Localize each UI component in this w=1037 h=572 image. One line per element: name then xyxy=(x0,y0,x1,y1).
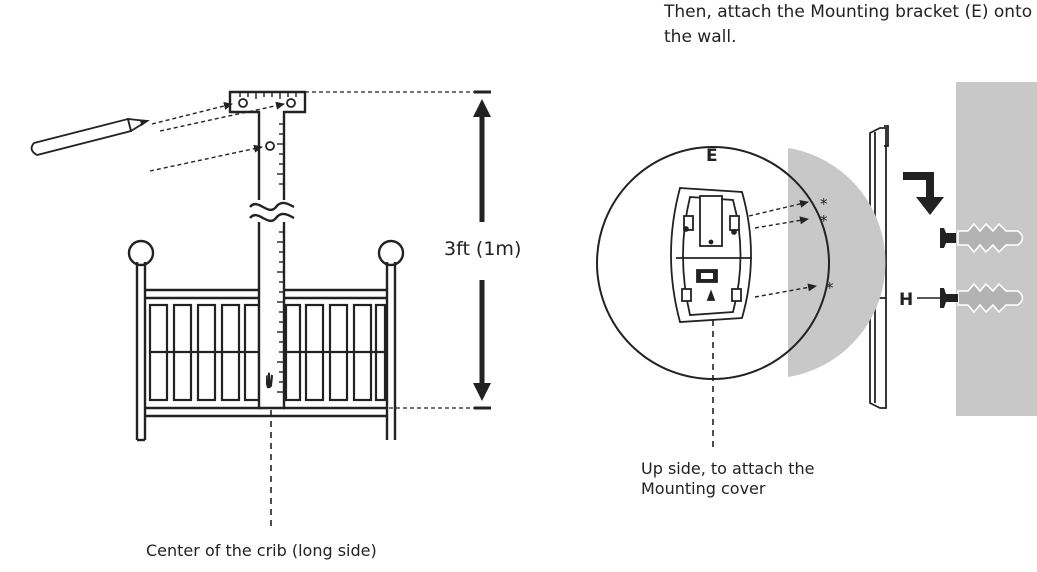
hole-arrows xyxy=(748,199,817,298)
up-side-line-1: Up side, to attach the xyxy=(641,459,815,478)
wall-plug xyxy=(940,222,1024,254)
up-side-line-2: Mounting cover xyxy=(641,479,766,498)
instruction-line-1: Then, attach the Mounting bracket (E) on… xyxy=(664,2,1033,22)
height-label: 3ft (1m) xyxy=(444,238,522,260)
crib-finial-left xyxy=(127,239,155,267)
pencil-icon xyxy=(30,117,150,156)
instruction-text: Then, attach the Mounting bracket (E) on… xyxy=(664,0,1036,50)
crib-center-label: Center of the crib (long side) xyxy=(146,541,377,560)
hole-marker: * xyxy=(820,195,828,213)
crib-slats xyxy=(148,303,387,402)
crib-finial-right xyxy=(377,239,405,267)
height-dimension xyxy=(284,90,491,410)
instruction-line-2: the wall. xyxy=(664,27,737,47)
hand-icon xyxy=(266,372,273,389)
hole-marker: * xyxy=(820,212,828,230)
ruler-hole xyxy=(238,98,248,108)
direction-arrow xyxy=(903,172,944,215)
ruler-hole xyxy=(265,141,275,151)
mounting-bracket xyxy=(670,187,752,323)
ruler-ticks xyxy=(239,92,297,393)
t-ruler xyxy=(228,90,307,410)
screw-label: H xyxy=(899,290,913,310)
screw-h xyxy=(917,282,1024,314)
up-side-label: Up side, to attach the Mounting cover xyxy=(641,459,881,499)
marking-arrows xyxy=(149,101,285,172)
bracket-label: E xyxy=(706,146,718,166)
ruler-hole xyxy=(286,98,296,108)
hole-marker: * xyxy=(826,279,834,297)
